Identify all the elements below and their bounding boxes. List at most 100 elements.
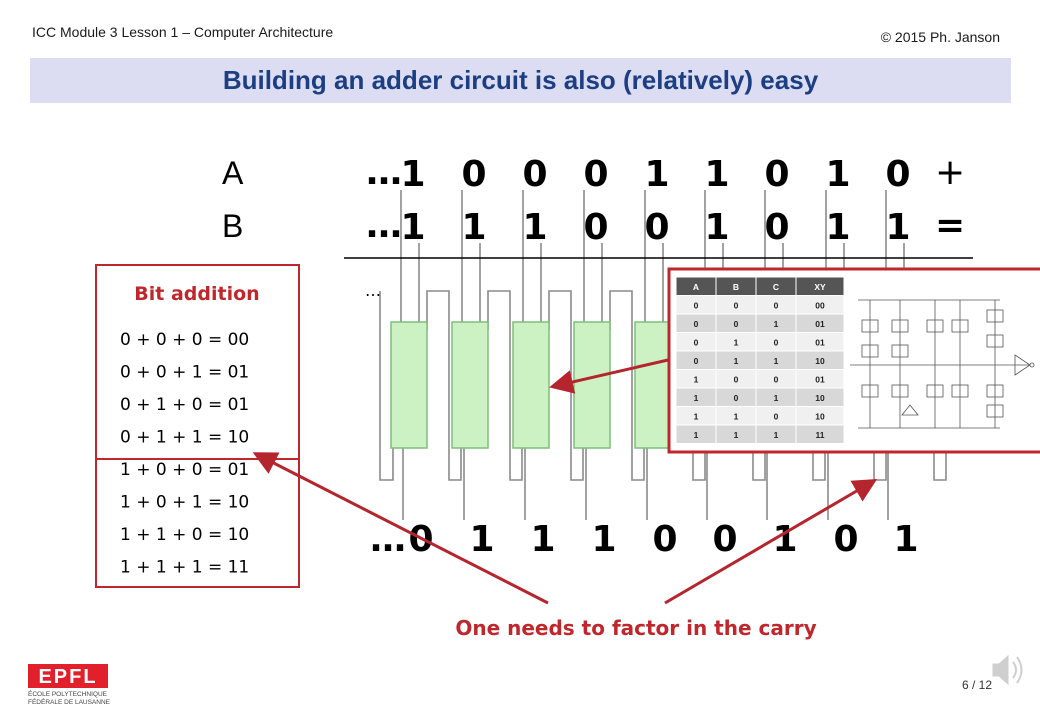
equals-sign: = xyxy=(935,205,965,246)
sum-bit-7: 0 xyxy=(833,519,858,560)
adder-cell-1 xyxy=(451,321,489,449)
a-bit-3: 0 xyxy=(583,154,608,195)
truth-table-cell: 1 xyxy=(694,412,699,422)
a-bit-7: 1 xyxy=(825,154,850,195)
truth-table-cell: 1 xyxy=(694,375,699,385)
truth-table-cell: 1 xyxy=(694,430,699,440)
sum-bit-4: 0 xyxy=(652,519,677,560)
sum-bit-3: 1 xyxy=(591,519,616,560)
truth-table-cell: 0 xyxy=(734,319,739,329)
ellipsis-sum: … xyxy=(370,519,406,560)
adder-cell-0 xyxy=(390,321,428,449)
truth-table-cell: 1 xyxy=(774,393,779,403)
ellipsis-b: … xyxy=(366,205,402,246)
truth-table-cell: 01 xyxy=(815,375,825,385)
truth-table-cell: 0 xyxy=(734,375,739,385)
a-bit-2: 0 xyxy=(522,154,547,195)
truth-table-cell: 0 xyxy=(734,393,739,403)
arrow-to-bit-addition xyxy=(252,452,549,605)
truth-table-cell: 0 xyxy=(694,301,699,311)
truth-table-cell: 10 xyxy=(815,356,825,366)
bit-addition-row-2: 0 + 1 + 0 = 01 xyxy=(120,395,249,415)
header-copyright: © 2015 Ph. Janson xyxy=(880,29,1000,45)
bit-addition-row-5: 1 + 0 + 1 = 10 xyxy=(120,493,249,513)
truth-table-cell: 10 xyxy=(815,393,825,403)
sum-bit-1: 1 xyxy=(469,519,494,560)
truth-table-cell: 11 xyxy=(816,430,825,440)
b-bit-2: 1 xyxy=(522,207,547,248)
page-number: 6 / 12 xyxy=(962,678,993,692)
transistor-schematic xyxy=(850,299,1035,429)
truth-table-cell: 1 xyxy=(694,393,699,403)
a-bit-8: 0 xyxy=(885,154,910,195)
adder-cell-2 xyxy=(512,321,550,449)
truth-table-cell: 1 xyxy=(774,319,779,329)
truth-table-header-0: A xyxy=(693,282,699,292)
b-bit-5: 1 xyxy=(704,207,729,248)
truth-table-cell: 1 xyxy=(774,356,779,366)
ellipsis-carry: … xyxy=(365,281,381,300)
b-bit-7: 1 xyxy=(825,207,850,248)
arrow-to-carry xyxy=(664,478,878,605)
truth-table-cell: 1 xyxy=(734,430,739,440)
plus-sign: + xyxy=(935,152,965,193)
bit-addition-title: Bit addition xyxy=(134,283,259,305)
truth-table-cell: 01 xyxy=(815,319,825,329)
truth-table-cell: 10 xyxy=(815,412,825,422)
truth-table-header-3: XY xyxy=(814,282,826,292)
truth-table-header-2: C xyxy=(773,282,779,292)
bit-addition-box xyxy=(95,264,300,588)
sum-bit-8: 1 xyxy=(893,519,918,560)
truth-table-cell: 0 xyxy=(694,319,699,329)
logo-line2: FÉDÉRALE DE LAUSANNE xyxy=(28,697,111,706)
slide-title: Building an adder circuit is also (relat… xyxy=(222,65,819,95)
b-bit-1: 1 xyxy=(461,207,486,248)
truth-table-cell: 0 xyxy=(774,338,779,348)
bit-addition-row-3: 0 + 1 + 1 = 10 xyxy=(120,428,249,448)
speaker-icon[interactable] xyxy=(992,654,1023,686)
a-bit-5: 1 xyxy=(704,154,729,195)
ellipsis-a: … xyxy=(366,152,402,193)
logo-line1: ÉCOLE POLYTECHNIQUE xyxy=(28,689,108,698)
adder-cell-4 xyxy=(634,321,672,449)
a-bit-6: 0 xyxy=(764,154,789,195)
title-bar xyxy=(30,58,1011,103)
b-bit-4: 0 xyxy=(644,207,669,248)
truth-table-cell: 0 xyxy=(694,356,699,366)
truth-table-cell: 1 xyxy=(734,338,739,348)
bit-addition-row-7: 1 + 1 + 1 = 11 xyxy=(120,558,249,578)
a-bit-1: 0 xyxy=(461,154,486,195)
b-bit-0: 1 xyxy=(400,207,425,248)
bit-addition-row-1: 0 + 0 + 1 = 01 xyxy=(120,363,249,383)
truth-table-cell: 01 xyxy=(815,338,825,348)
bit-addition-row-0: 0 + 0 + 0 = 00 xyxy=(120,330,249,350)
truth-table-cell: 0 xyxy=(734,301,739,311)
b-bit-3: 0 xyxy=(583,207,608,248)
bit-addition-row-6: 1 + 1 + 0 = 10 xyxy=(120,525,249,545)
carry-note: One needs to factor in the carry xyxy=(455,616,816,640)
sum-bit-2: 1 xyxy=(530,519,555,560)
header-course: ICC Module 3 Lesson 1 – Computer Archite… xyxy=(32,24,334,40)
bit-addition-rows: 0 + 0 + 0 = 00 0 + 0 + 1 = 01 0 + 1 + 0 = … xyxy=(120,330,249,578)
truth-table-cell: 0 xyxy=(694,338,699,348)
truth-table-cell: 0 xyxy=(774,301,779,311)
bit-addition-row-4: 1 + 0 + 0 = 01 xyxy=(120,460,249,480)
a-bit-0: 1 xyxy=(400,154,425,195)
a-bit-4: 1 xyxy=(644,154,669,195)
row-label-b: B xyxy=(222,208,243,244)
adder-cell-3 xyxy=(573,321,611,449)
b-bit-6: 0 xyxy=(764,207,789,248)
truth-table-cell: 00 xyxy=(815,301,825,311)
row-label-a: A xyxy=(222,155,244,191)
epfl-logo: EPFL ÉCOLE POLYTECHNIQUE FÉDÉRALE DE LAU… xyxy=(28,664,111,706)
sum-bit-5: 0 xyxy=(712,519,737,560)
truth-table-cell: 1 xyxy=(734,356,739,366)
truth-table-cell: 1 xyxy=(774,430,779,440)
arrow-to-adder xyxy=(549,358,669,394)
truth-table-cell: 0 xyxy=(774,375,779,385)
svg-text:EPFL: EPFL xyxy=(38,666,97,688)
